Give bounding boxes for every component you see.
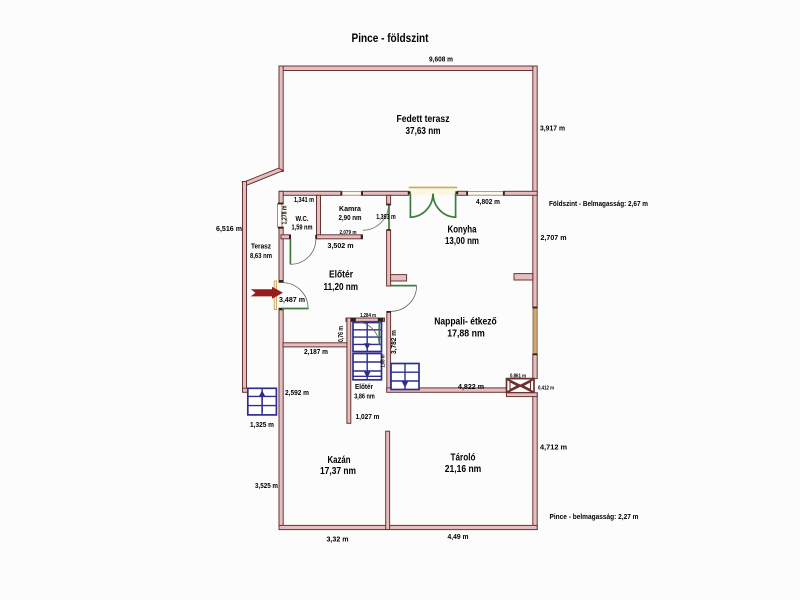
svg-text:1,08 m: 1,08 m bbox=[381, 355, 387, 368]
svg-text:0,412 m: 0,412 m bbox=[538, 385, 554, 391]
svg-text:3,782 m: 3,782 m bbox=[389, 330, 398, 354]
svg-text:Tároló: Tároló bbox=[451, 452, 476, 463]
svg-text:3,502 m: 3,502 m bbox=[328, 241, 354, 250]
svg-text:Konyha: Konyha bbox=[448, 224, 477, 235]
svg-text:3,525 m: 3,525 m bbox=[255, 481, 278, 490]
svg-text:9,608 m: 9,608 m bbox=[429, 55, 453, 64]
svg-text:1,341 m: 1,341 m bbox=[294, 195, 314, 204]
svg-text:Földszint - Belmagasság: 2,67: Földszint - Belmagasság: 2,67 m bbox=[549, 199, 648, 208]
svg-text:1,027 m: 1,027 m bbox=[356, 412, 380, 421]
svg-text:4,802 m: 4,802 m bbox=[476, 197, 500, 206]
svg-text:13,00 nm: 13,00 nm bbox=[445, 236, 479, 247]
svg-text:2,592 m: 2,592 m bbox=[285, 388, 309, 397]
svg-text:17,37 nm: 17,37 nm bbox=[320, 466, 356, 477]
svg-text:3,487 m: 3,487 m bbox=[279, 295, 305, 304]
svg-text:1,325 m: 1,325 m bbox=[250, 420, 274, 429]
svg-text:3,32 m: 3,32 m bbox=[327, 534, 349, 543]
svg-text:37,63 nm: 37,63 nm bbox=[406, 126, 441, 137]
svg-text:Nappali- étkező: Nappali- étkező bbox=[434, 317, 497, 328]
svg-text:6,516 m: 6,516 m bbox=[216, 224, 242, 233]
svg-text:Fedett terasz: Fedett terasz bbox=[397, 114, 450, 125]
svg-text:4,712 m: 4,712 m bbox=[540, 443, 568, 452]
svg-text:Kazán: Kazán bbox=[328, 455, 351, 466]
svg-text:2,187 m: 2,187 m bbox=[304, 347, 328, 356]
svg-text:1,278 m: 1,278 m bbox=[280, 205, 289, 224]
svg-text:Kamra: Kamra bbox=[339, 204, 362, 213]
svg-text:Előtér: Előtér bbox=[355, 382, 373, 391]
svg-text:Pince - földszint: Pince - földszint bbox=[352, 31, 429, 45]
svg-text:Előtér: Előtér bbox=[329, 270, 353, 281]
svg-text:8,63 nm: 8,63 nm bbox=[250, 251, 272, 260]
svg-text:4,49 m: 4,49 m bbox=[448, 532, 469, 541]
svg-text:Pince - belmagasság: 2,27 m: Pince - belmagasság: 2,27 m bbox=[550, 512, 639, 521]
svg-text:3,86 nm: 3,86 nm bbox=[354, 391, 375, 400]
svg-text:2,707 m: 2,707 m bbox=[541, 233, 567, 242]
svg-text:1,393 m: 1,393 m bbox=[376, 212, 396, 221]
svg-text:3,917 m: 3,917 m bbox=[540, 124, 565, 133]
svg-text:2,90 nm: 2,90 nm bbox=[339, 213, 362, 222]
svg-text:21,16 nm: 21,16 nm bbox=[445, 464, 482, 475]
svg-text:17,88 nm: 17,88 nm bbox=[447, 328, 485, 339]
svg-text:W.C.: W.C. bbox=[296, 214, 309, 223]
svg-text:0,76 m: 0,76 m bbox=[336, 326, 345, 342]
svg-text:2,079 m: 2,079 m bbox=[340, 230, 357, 236]
svg-text:0,861 m: 0,861 m bbox=[510, 373, 526, 379]
svg-text:Terasz: Terasz bbox=[251, 241, 271, 250]
svg-text:4,822 m: 4,822 m bbox=[458, 382, 484, 391]
svg-text:11,20 nm: 11,20 nm bbox=[324, 282, 359, 293]
svg-text:1,59 nm: 1,59 nm bbox=[292, 222, 313, 231]
svg-text:1,284 m: 1,284 m bbox=[360, 313, 376, 319]
